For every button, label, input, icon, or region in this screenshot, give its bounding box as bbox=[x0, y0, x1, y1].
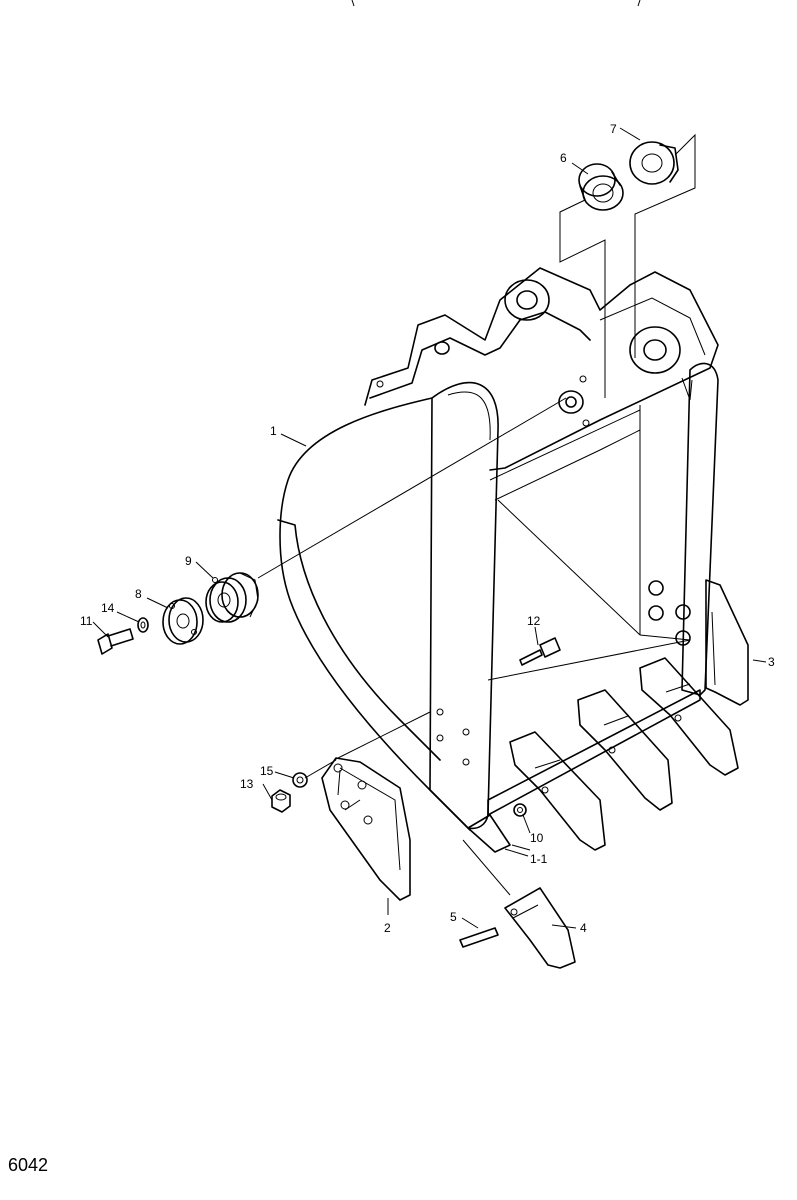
pin-5 bbox=[459, 927, 499, 948]
top-header-fragment bbox=[351, 0, 641, 7]
plate-8 bbox=[162, 597, 204, 645]
nut-13 bbox=[271, 789, 291, 813]
bushing-6 bbox=[578, 163, 624, 211]
callout-8: 8 bbox=[135, 587, 142, 601]
callout-6: 6 bbox=[560, 151, 567, 165]
callout-labels: 1 9 8 14 11 12 6 7 3 13 15 10 1-1 2 5 4 bbox=[80, 122, 775, 935]
washer-14 bbox=[137, 617, 149, 633]
bolt-12 bbox=[519, 637, 561, 666]
callout-11: 11 bbox=[80, 614, 93, 628]
callout-4: 4 bbox=[580, 921, 587, 935]
callout-9: 9 bbox=[185, 554, 192, 568]
callout-15: 15 bbox=[260, 764, 274, 778]
side-cutter bbox=[321, 579, 749, 901]
callout-leaders bbox=[92, 127, 767, 929]
figure-number: 6042 bbox=[8, 1155, 49, 1175]
callout-12: 12 bbox=[527, 614, 541, 628]
callout-3: 3 bbox=[768, 655, 775, 669]
bucket-body bbox=[277, 267, 719, 831]
callout-7: 7 bbox=[610, 122, 617, 136]
callout-10: 10 bbox=[530, 831, 544, 845]
callout-14: 14 bbox=[101, 601, 115, 615]
nut-10 bbox=[513, 803, 527, 817]
callout-13: 13 bbox=[240, 777, 254, 791]
bucket-teeth bbox=[467, 657, 739, 969]
callout-2: 2 bbox=[384, 921, 391, 935]
boss-9 bbox=[205, 572, 259, 623]
callout-1-1: 1-1 bbox=[530, 852, 548, 866]
washer-15 bbox=[292, 772, 308, 788]
bushing-7 bbox=[629, 141, 679, 185]
assembly-lines bbox=[257, 133, 696, 896]
callout-5: 5 bbox=[450, 910, 457, 924]
bolt-11 bbox=[97, 628, 134, 655]
callout-1: 1 bbox=[270, 424, 277, 438]
